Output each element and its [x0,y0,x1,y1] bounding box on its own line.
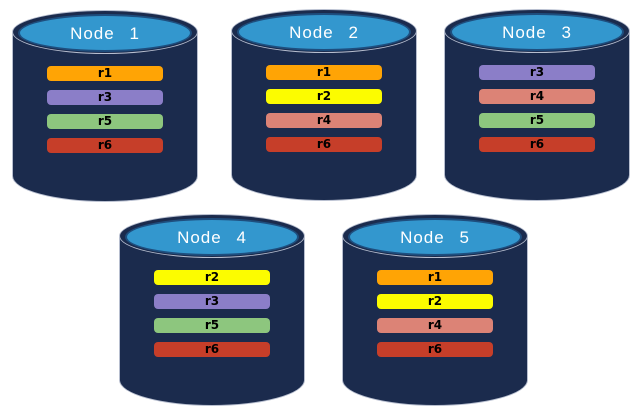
replica-label: r6 [427,342,443,356]
replica-label: r5 [529,113,545,127]
replica-bar-r4: r4 [266,113,382,128]
replica-bar-r2: r2 [266,89,382,104]
node-cylinder-2: Node 2 r1 r2 r4 r6 [231,9,417,201]
replica-bar-r1: r1 [47,66,163,81]
replica-label: r4 [316,113,332,127]
replica-list: r1 r2 r4 r6 [266,65,382,152]
replica-bar-r1: r1 [377,270,493,285]
replica-label: r4 [529,89,545,103]
node-label: Node 1 [70,23,140,43]
replica-bar-r3: r3 [47,90,163,105]
replica-list: r1 r3 r5 r6 [47,66,163,153]
replica-label: r2 [316,89,332,103]
replica-label: r6 [204,342,220,356]
node-cylinder-5: Node 5 r1 r2 r4 r6 [342,214,528,406]
replica-label: r2 [427,294,443,308]
replica-label: r3 [97,90,113,104]
replica-bar-r6: r6 [479,137,595,152]
replica-bar-r1: r1 [266,65,382,80]
replica-label: r1 [97,66,113,80]
replica-bar-r3: r3 [154,294,270,309]
replica-label: r3 [529,65,545,79]
replica-bar-r4: r4 [377,318,493,333]
replica-bar-r5: r5 [479,113,595,128]
replica-label: r5 [204,318,220,332]
node-label: Node 3 [502,22,572,42]
node-cylinder-3: Node 3 r3 r4 r5 r6 [444,9,630,201]
replica-bar-r5: r5 [154,318,270,333]
cylinder-top-ellipse: Node 3 [450,13,624,51]
replica-bar-r6: r6 [154,342,270,357]
replica-bar-r3: r3 [479,65,595,80]
replica-label: r6 [316,137,332,151]
cylinder-top-ellipse: Node 5 [348,218,522,256]
cylinder-top-ellipse: Node 2 [237,13,411,51]
replica-label: r1 [427,270,443,284]
replica-label: r3 [204,294,220,308]
replica-bar-r2: r2 [154,270,270,285]
replica-bar-r5: r5 [47,114,163,129]
replica-label: r2 [204,270,220,284]
node-label: Node 4 [177,227,247,247]
replica-list: r3 r4 r5 r6 [479,65,595,152]
node-label: Node 2 [289,22,359,42]
replica-label: r1 [316,65,332,79]
replica-list: r1 r2 r4 r6 [377,270,493,357]
cylinder-top-ellipse: Node 1 [18,14,192,52]
replica-label: r5 [97,114,113,128]
node-cylinder-1: Node 1 r1 r3 r5 r6 [12,10,198,202]
replica-bar-r4: r4 [479,89,595,104]
replica-label: r6 [529,137,545,151]
replica-bar-r2: r2 [377,294,493,309]
replica-bar-r6: r6 [377,342,493,357]
replica-bar-r6: r6 [47,138,163,153]
replica-bar-r6: r6 [266,137,382,152]
cylinder-top-ellipse: Node 4 [125,218,299,256]
node-label: Node 5 [400,227,470,247]
replica-label: r6 [97,138,113,152]
replica-label: r4 [427,318,443,332]
node-cylinder-4: Node 4 r2 r3 r5 r6 [119,214,305,406]
replica-list: r2 r3 r5 r6 [154,270,270,357]
